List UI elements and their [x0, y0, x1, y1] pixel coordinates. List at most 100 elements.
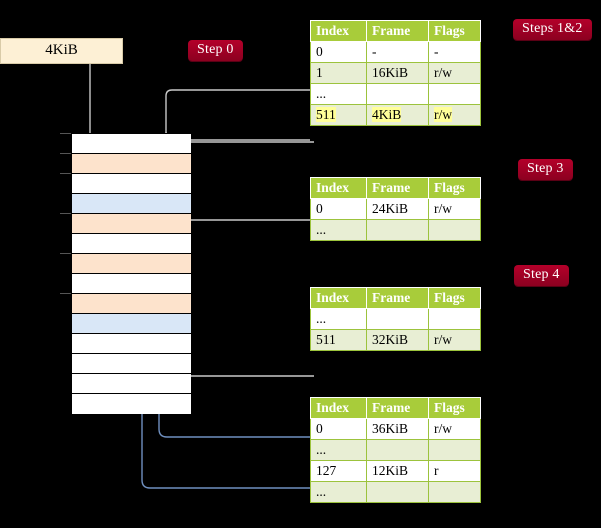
cell-index: ... — [310, 481, 367, 503]
column-header-frame: Frame — [366, 397, 429, 419]
column-header-index: Index — [310, 20, 367, 42]
cell-text: r/w — [434, 107, 452, 122]
cell-index: 1 — [310, 62, 367, 84]
cell-text: r — [434, 463, 439, 478]
cell-text: ... — [316, 442, 327, 457]
column-header-frame: Frame — [366, 287, 429, 309]
cell-index: 511 — [310, 329, 367, 351]
memory-frame-row — [72, 214, 191, 234]
table-row[interactable]: ... — [310, 219, 481, 241]
table-row[interactable]: 0 -- — [310, 41, 481, 63]
column-header-flags: Flags — [428, 287, 481, 309]
cell-text: r/w — [434, 65, 452, 80]
table-row[interactable]: 0 36KiB r/w — [310, 418, 481, 440]
cell-flags: r/w — [428, 198, 481, 220]
cell-frame: 16KiB — [366, 62, 429, 84]
memory-frame-row — [72, 294, 191, 314]
step-badge-step3: Step 3 — [518, 159, 573, 180]
cell-text: 16KiB — [372, 65, 409, 80]
table-row[interactable]: 127 12KiB r — [310, 460, 481, 482]
memory-frame-row — [72, 354, 191, 374]
cell-text: 511 — [316, 107, 336, 122]
column-header-flags: Flags — [428, 397, 481, 419]
cell-text: 4KiB — [372, 107, 402, 122]
cell-flags: r/w — [428, 62, 481, 84]
step-badge-step12: Steps 1&2 — [513, 19, 592, 40]
cell-index: ... — [310, 308, 367, 330]
memory-row-tick — [60, 133, 71, 134]
memory-frame-row — [72, 314, 191, 334]
cell-text: 511 — [316, 332, 336, 347]
cell-text: ... — [316, 222, 327, 237]
physical-memory-column — [71, 133, 191, 414]
cell-flags — [428, 83, 481, 105]
cell-text: 0 — [316, 201, 323, 216]
memory-row-tick — [60, 213, 71, 214]
cell-index: 127 — [310, 460, 367, 482]
table-row[interactable]: 511 4KiB r/w — [310, 104, 481, 126]
cell-frame — [366, 219, 429, 241]
cell-index: 511 — [310, 104, 367, 126]
memory-frame-row — [72, 154, 191, 174]
memory-row-tick — [60, 293, 71, 294]
table-row[interactable]: ... — [310, 83, 481, 105]
cell-text: r/w — [434, 421, 452, 436]
memory-row-tick — [60, 173, 71, 174]
cell-flags — [428, 308, 481, 330]
cell-text: 36KiB — [372, 421, 409, 436]
memory-frame-row — [72, 174, 191, 194]
table-row[interactable]: ... — [310, 481, 481, 503]
table-row[interactable]: 511 32KiB r/w — [310, 329, 481, 351]
cell-frame — [366, 308, 429, 330]
cell-frame — [366, 481, 429, 503]
memory-frame-row — [72, 254, 191, 274]
cell-flags: r/w — [428, 329, 481, 351]
cell-flags: r/w — [428, 104, 481, 126]
cell-flags — [428, 439, 481, 461]
table-row[interactable]: ... — [310, 308, 481, 330]
memory-frame-row — [72, 274, 191, 294]
column-header-flags: Flags — [428, 20, 481, 42]
column-header-frame: Frame — [366, 177, 429, 199]
column-header-index: Index — [310, 287, 367, 309]
cell-frame: 36KiB — [366, 418, 429, 440]
memory-frame-row — [72, 194, 191, 214]
column-header-index: Index — [310, 397, 367, 419]
memory-frame-row — [72, 394, 191, 414]
step-badge-step4: Step 4 — [514, 265, 569, 286]
cell-flags: r — [428, 460, 481, 482]
column-header-frame: Frame — [366, 20, 429, 42]
cell-frame: 32KiB — [366, 329, 429, 351]
step-badge-step0: Step 0 — [188, 40, 243, 61]
cell-frame: - — [366, 41, 429, 63]
cell-text: 12KiB — [372, 463, 409, 478]
cell-flags — [428, 481, 481, 503]
memory-frame-row — [72, 134, 191, 154]
cell-frame: 4KiB — [366, 104, 429, 126]
cell-frame: 12KiB — [366, 460, 429, 482]
cell-text: r/w — [434, 332, 452, 347]
column-header-flags: Flags — [428, 177, 481, 199]
memory-row-tick — [60, 153, 71, 154]
table-row[interactable]: 1 16KiB r/w — [310, 62, 481, 84]
source-frame-box: 4KiB — [0, 38, 123, 64]
cell-text: ... — [316, 311, 327, 326]
cell-text: r/w — [434, 201, 452, 216]
memory-frame-row — [72, 334, 191, 354]
cell-text: 1 — [316, 65, 323, 80]
cell-text: 0 — [316, 44, 323, 59]
cell-frame — [366, 83, 429, 105]
table-row[interactable]: ... — [310, 439, 481, 461]
cell-text: ... — [316, 484, 327, 499]
cell-text: 0 — [316, 421, 323, 436]
memory-frame-row — [72, 374, 191, 394]
cell-flags: - — [428, 41, 481, 63]
cell-text: - — [434, 44, 439, 59]
cell-frame: 24KiB — [366, 198, 429, 220]
cell-text: 32KiB — [372, 332, 409, 347]
cell-index: ... — [310, 219, 367, 241]
table-row[interactable]: 0 24KiB r/w — [310, 198, 481, 220]
